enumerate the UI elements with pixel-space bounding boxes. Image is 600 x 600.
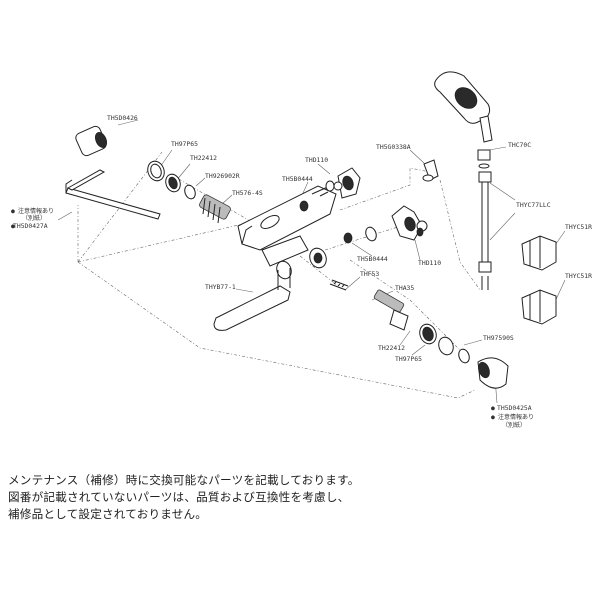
- part-label-th926902r: TH926902R: [205, 172, 240, 180]
- left-note-line2: （別紙）: [22, 214, 46, 222]
- part-label-thyb77-1: THYB77-1: [205, 283, 236, 291]
- shelf-bar-part: [65, 169, 161, 220]
- part-label-th97p65-bottom: TH97P65: [395, 355, 422, 363]
- part-label-th5b0444-bottom: TH5B0444: [357, 255, 388, 263]
- soap-dish-part: [75, 125, 108, 157]
- seal-ring-parts-top: [147, 160, 196, 200]
- right-note-line2: （別紙）: [502, 421, 526, 429]
- part-label-th5d0425a: TH5D0425A: [497, 404, 532, 412]
- left-label-marker: ●: [11, 222, 15, 230]
- right-label-marker: ●: [491, 404, 495, 412]
- hose-part: [477, 149, 492, 290]
- part-label-thyc77llc: THYC77LLC: [516, 201, 551, 209]
- part-label-thd110-bottom: THD110: [418, 259, 441, 267]
- part-label-th97p65-top: TH97P65: [171, 140, 198, 148]
- part-label-th22412-top: TH22412: [190, 154, 217, 162]
- spout-part: [213, 260, 292, 331]
- part-label-thc70c: THC70C: [508, 141, 531, 149]
- right-note-marker: ●: [491, 413, 495, 421]
- check-valve-parts-top: [299, 167, 361, 212]
- check-valve-parts-bottom: [343, 205, 428, 244]
- mixer-body-part: [237, 185, 337, 269]
- part-label-thd110-top: THD110: [305, 156, 328, 164]
- cartridge-part: [199, 194, 231, 224]
- caption-line-3: 補修品として設定されておりません。: [8, 507, 208, 521]
- part-labels: TH5D0426 TH97P65 TH22412 TH926902R TH576…: [13, 114, 592, 412]
- part-label-th5d0426: TH5D0426: [107, 114, 138, 122]
- part-label-tha35: THA35: [395, 284, 414, 292]
- left-note-marker: ●: [11, 207, 15, 215]
- part-label-th5b0444-top: TH5B0444: [282, 175, 313, 183]
- maintenance-caption: メンテナンス（補修）時に交換可能なパーツを記載しております。 図番が記載されてい…: [8, 472, 588, 523]
- part-label-th576-4s: TH576-4S: [232, 189, 263, 197]
- part-label-th5d0427a: TH5D0427A: [13, 222, 48, 230]
- part-label-thyc51r-2: THYC51R: [565, 272, 592, 280]
- strainer-parts: [329, 279, 409, 331]
- notice-notes: ● 注意情報あり （別紙） ● ● ● 注意情報あり （別紙）: [11, 207, 534, 429]
- wall-hook-parts: [521, 235, 557, 325]
- hand-shower-part: [434, 71, 493, 143]
- part-label-th22412-bottom: TH22412: [378, 344, 405, 352]
- caption-line-2: 図番が記載されていないパーツは、品質および互換性を考慮し、: [8, 490, 350, 504]
- left-note-line1: 注意情報あり: [18, 207, 54, 215]
- part-label-th5g0338a: TH5G0338A: [376, 143, 411, 151]
- part-label-th97590s: TH97590S: [483, 334, 514, 342]
- elbow-joint-part: [422, 159, 439, 182]
- part-label-thyc51r-1: THYC51R: [565, 223, 592, 231]
- temperature-handle-part: [477, 357, 509, 389]
- part-label-thf53: THF53: [360, 270, 379, 278]
- caption-line-1: メンテナンス（補修）時に交換可能なパーツを記載しております。: [8, 473, 360, 487]
- seal-ring-parts-bottom: [419, 323, 470, 364]
- right-note-line1: 注意情報あり: [498, 413, 534, 421]
